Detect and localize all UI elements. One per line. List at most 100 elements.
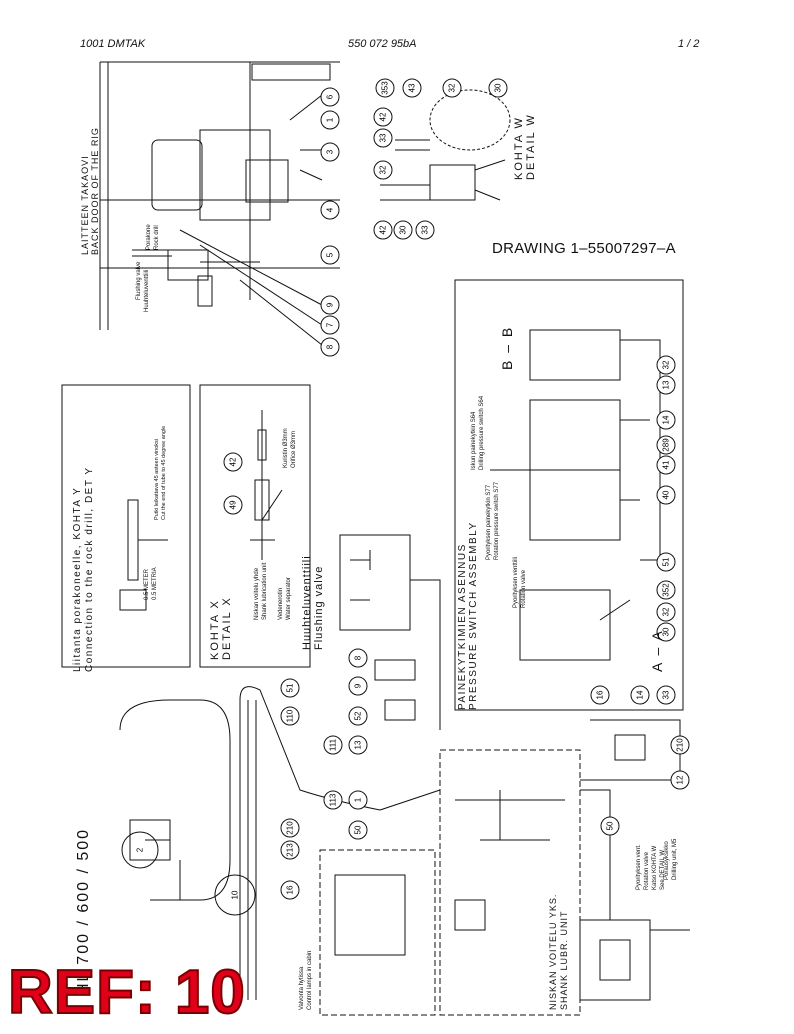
callout-number: 210: [676, 738, 685, 752]
drawing-number: DRAWING 1–55007297–A: [492, 240, 676, 257]
svg-text:A – A: A – A: [649, 629, 665, 672]
callout-number: 110: [286, 709, 295, 722]
callout-number: 2: [136, 847, 145, 852]
callout-number: 111: [329, 738, 338, 751]
svg-text:Putki leikattava 45 asteen vin: Putki leikattava 45 asteen vinoksiCut th…: [154, 426, 167, 520]
detail-y-circle: [121, 831, 159, 869]
svg-text:HuuhteluventtiiliFlushing valv: HuuhteluventtiiliFlushing valve: [301, 555, 325, 650]
callout-number: 13: [354, 740, 363, 749]
callout-number: 10: [231, 890, 240, 899]
callout-number: 6: [326, 94, 335, 99]
svg-text:PAINEKYTKIMIEN ASENNUSPRESSURE: PAINEKYTKIMIEN ASENNUSPRESSURE SWITCH AS…: [457, 521, 479, 710]
svg-text:NISKAN VOITELU YKS.SHANK LUBR.: NISKAN VOITELU YKS.SHANK LUBR. UNIT: [548, 894, 569, 1010]
callout-number: 9: [354, 683, 363, 688]
hose-loop: [239, 686, 441, 1000]
callout-number: 51: [662, 557, 671, 566]
callout-number: 40: [662, 490, 671, 499]
callout-number: 5: [326, 252, 335, 257]
callout-number: 52: [354, 711, 363, 720]
callout-number: 16: [596, 690, 605, 699]
detail-y-frame: [61, 384, 191, 668]
callout-number: 42: [379, 112, 388, 121]
callout-number: 50: [606, 821, 615, 830]
callout-number: 32: [662, 360, 671, 369]
callout-number: 42: [229, 457, 238, 466]
callout-number: 4: [326, 207, 335, 212]
callout-number: 12: [676, 775, 685, 784]
callout-number: 49: [229, 500, 238, 509]
svg-text:HL 700 / 600 / 500: HL 700 / 600 / 500: [75, 828, 92, 995]
callout-number: 7: [326, 322, 335, 327]
callout-number: 14: [662, 415, 671, 424]
svg-text:KOHTA WDETAIL W: KOHTA WDETAIL W: [513, 113, 537, 180]
rig-rail: [251, 63, 331, 81]
callout-number: 14: [636, 690, 645, 699]
drill-body: [199, 129, 271, 221]
header-document-number: 550 072 95bA: [348, 38, 417, 50]
callout-number: 1: [354, 797, 363, 802]
callout-number: 353: [381, 81, 390, 95]
callout-number: 3: [326, 149, 335, 154]
svg-text:KOHTA XDETAIL X: KOHTA XDETAIL X: [209, 596, 233, 660]
svg-text:Flushing valve: Flushing valve: [136, 261, 142, 300]
header-page-number: 1 / 2: [678, 38, 700, 50]
callout-number: 32: [379, 165, 388, 174]
callout-number: 33: [421, 225, 430, 234]
callout-number: 30: [662, 627, 671, 636]
pressure-switch-frame: [454, 279, 684, 711]
flushing-valve-body: [167, 249, 260, 307]
callout-number: 33: [662, 690, 671, 699]
callout-number: 16: [286, 885, 295, 894]
drill-rod: [119, 499, 168, 611]
callout-number: 289: [662, 438, 671, 452]
shank-lubr-frame: [439, 749, 581, 1016]
callout-number: 42: [379, 225, 388, 234]
callout-number: 113: [329, 793, 338, 806]
detail-x-circle: [214, 874, 256, 916]
rig-frame: [99, 61, 340, 330]
callout-number: 50: [354, 825, 363, 834]
detail-w-hose-loop: [429, 89, 511, 151]
svg-text:Liitanta porakoneelle, KOHTA Y: Liitanta porakoneelle, KOHTA YConnection…: [72, 466, 95, 672]
back-door-label: LAITTEEN TAKAOVIBACK DOOR OF THE RIG: [80, 127, 100, 255]
callout-number: 8: [326, 344, 335, 349]
callout-number: 13: [662, 380, 671, 389]
callout-number: 210: [286, 821, 295, 835]
callout-number: 33: [379, 133, 388, 142]
callout-number: 1: [326, 117, 335, 122]
callout-number: 352: [662, 583, 671, 597]
callout-number: 32: [448, 83, 457, 92]
control-panel: [319, 849, 436, 1016]
header-left: 1001 DMTAK: [80, 38, 146, 50]
detail-x-frame: [199, 384, 311, 668]
rock-drill-motor: [151, 139, 203, 211]
valve-block: [245, 159, 289, 203]
callout-number: 30: [494, 83, 503, 92]
callout-number: 213: [286, 843, 295, 857]
ref-stamp: REF: 10: [7, 958, 246, 1027]
svg-text:Huuhteluventtiili: Huuhteluventtiili: [144, 270, 150, 312]
callout-number: 51: [286, 683, 295, 692]
callout-number: 41: [662, 460, 671, 469]
svg-text:B – B: B – B: [499, 326, 515, 370]
callout-number: 43: [408, 83, 417, 92]
callout-number: 32: [662, 607, 671, 616]
callout-number: 30: [399, 225, 408, 234]
svg-text:Rock drill: Rock drill: [154, 225, 160, 250]
callout-number: 8: [354, 655, 363, 660]
detail-w-block: [429, 164, 476, 201]
callout-number: 9: [326, 302, 335, 307]
hl-drill-outline: [119, 699, 231, 901]
svg-text:Porakone: Porakone: [146, 224, 152, 250]
